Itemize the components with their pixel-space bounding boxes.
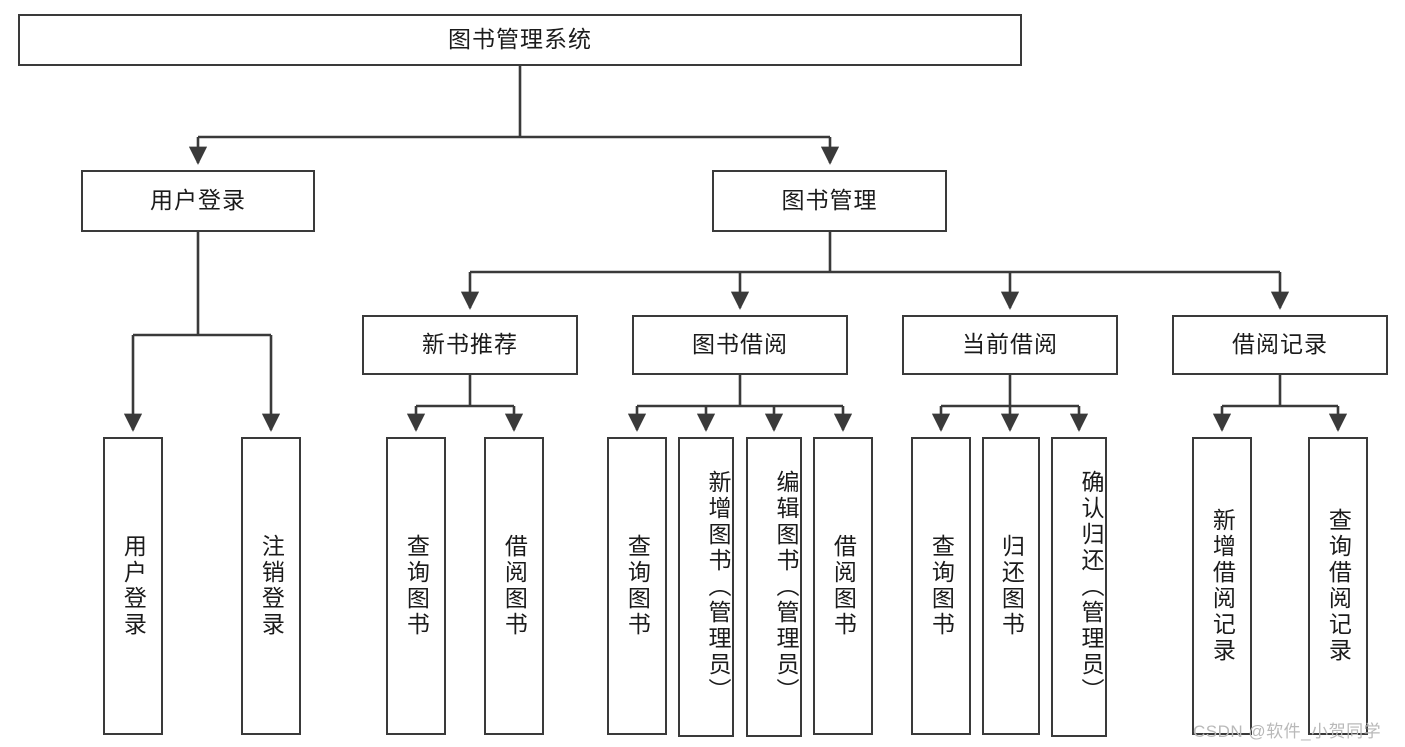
node-leaf-logout-label: 注销登录 [258, 534, 285, 638]
node-leaf-query-book-1-label: 查询图书 [403, 534, 430, 638]
node-new-book-rec-label: 新书推荐 [422, 331, 518, 358]
node-root-label: 图书管理系统 [448, 26, 592, 53]
node-leaf-add-book-admin-label: 新增图书（管理员） [705, 470, 731, 704]
node-book-borrow[interactable]: 图书借阅 [632, 315, 848, 375]
node-borrow-record-label: 借阅记录 [1232, 331, 1328, 358]
node-book-borrow-label: 图书借阅 [692, 331, 788, 358]
node-leaf-borrow-book-2[interactable]: 借阅图书 [813, 437, 873, 735]
node-leaf-borrow-book-1[interactable]: 借阅图书 [484, 437, 544, 735]
node-leaf-user-login-label: 用户登录 [120, 534, 147, 638]
node-leaf-confirm-return-label: 确认归还（管理员） [1078, 470, 1104, 704]
node-current-borrow[interactable]: 当前借阅 [902, 315, 1118, 375]
node-leaf-add-borrow-record-label: 新增借阅记录 [1209, 508, 1236, 664]
node-root[interactable]: 图书管理系统 [18, 14, 1022, 66]
node-leaf-user-login[interactable]: 用户登录 [103, 437, 163, 735]
node-leaf-query-book-3-label: 查询图书 [928, 534, 955, 638]
node-leaf-query-book-2-label: 查询图书 [624, 534, 651, 638]
node-borrow-record[interactable]: 借阅记录 [1172, 315, 1388, 375]
node-user-login[interactable]: 用户登录 [81, 170, 315, 232]
node-leaf-edit-book-admin[interactable]: 编辑图书（管理员） [746, 437, 802, 737]
node-leaf-logout[interactable]: 注销登录 [241, 437, 301, 735]
node-leaf-borrow-book-2-label: 借阅图书 [830, 534, 857, 638]
node-leaf-edit-book-admin-label: 编辑图书（管理员） [773, 470, 799, 704]
node-new-book-rec[interactable]: 新书推荐 [362, 315, 578, 375]
node-leaf-query-borrow-record[interactable]: 查询借阅记录 [1308, 437, 1368, 735]
node-current-borrow-label: 当前借阅 [962, 331, 1058, 358]
node-leaf-return-book-label: 归还图书 [998, 534, 1025, 638]
node-leaf-return-book[interactable]: 归还图书 [982, 437, 1040, 735]
node-leaf-query-book-3[interactable]: 查询图书 [911, 437, 971, 735]
node-leaf-add-borrow-record[interactable]: 新增借阅记录 [1192, 437, 1252, 735]
node-leaf-query-book-1[interactable]: 查询图书 [386, 437, 446, 735]
csdn-watermark: CSDN @软件_小贺同学 [1193, 722, 1382, 741]
node-book-manage[interactable]: 图书管理 [712, 170, 947, 232]
node-user-login-label: 用户登录 [150, 187, 246, 214]
node-leaf-query-borrow-record-label: 查询借阅记录 [1325, 508, 1352, 664]
node-leaf-confirm-return[interactable]: 确认归还（管理员） [1051, 437, 1107, 737]
node-leaf-query-book-2[interactable]: 查询图书 [607, 437, 667, 735]
node-leaf-add-book-admin[interactable]: 新增图书（管理员） [678, 437, 734, 737]
node-leaf-borrow-book-1-label: 借阅图书 [501, 534, 528, 638]
node-book-manage-label: 图书管理 [781, 187, 878, 214]
